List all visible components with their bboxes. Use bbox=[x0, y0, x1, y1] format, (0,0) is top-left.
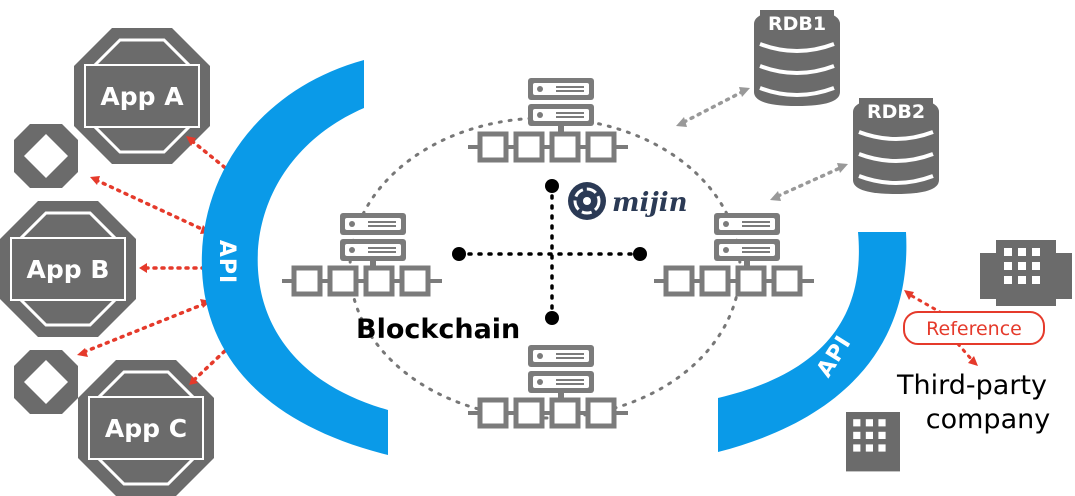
mijin-logo-text: mijin bbox=[612, 188, 688, 218]
reference-arrowhead-top bbox=[904, 290, 914, 300]
node-left bbox=[282, 213, 442, 294]
app-b-badge[interactable]: App B bbox=[0, 199, 138, 339]
consensus-cross bbox=[452, 179, 647, 325]
reference-label: Reference bbox=[926, 318, 1022, 340]
reference-connection bbox=[910, 294, 974, 362]
small-app-icon-lower bbox=[14, 350, 78, 414]
db-arrowheads bbox=[676, 87, 848, 201]
building-icon-bottom bbox=[846, 412, 900, 472]
node-bottom bbox=[468, 345, 628, 426]
app-a-badge[interactable]: App A bbox=[72, 26, 212, 166]
rdb1-database: RDB1 bbox=[752, 8, 842, 108]
app-api-connections bbox=[82, 139, 230, 382]
node-right bbox=[654, 213, 814, 294]
third-party-line2: company bbox=[926, 404, 1050, 435]
db-connections bbox=[682, 90, 842, 198]
api-left-label: API bbox=[214, 240, 239, 284]
blockchain-label: Blockchain bbox=[356, 314, 520, 345]
app-a-label: App A bbox=[100, 82, 184, 111]
reference-arrowhead-bottom bbox=[968, 356, 978, 366]
small-app-icon-upper bbox=[14, 124, 78, 188]
node-top bbox=[468, 78, 628, 160]
reference-badge: Reference bbox=[903, 311, 1045, 345]
api-band-left bbox=[201, 60, 388, 455]
third-party-line1: Third-party bbox=[896, 370, 1047, 401]
app-c-label: App C bbox=[105, 414, 187, 443]
api-band-right bbox=[718, 232, 907, 452]
app-c-badge[interactable]: App C bbox=[76, 358, 216, 496]
mijin-logo: mijin bbox=[568, 182, 688, 220]
rdb1-label: RDB1 bbox=[768, 13, 826, 35]
app-b-label: App B bbox=[27, 255, 110, 284]
rdb2-database: RDB2 bbox=[851, 96, 941, 196]
building-icon-right bbox=[980, 240, 1072, 306]
rdb2-label: RDB2 bbox=[867, 101, 925, 123]
